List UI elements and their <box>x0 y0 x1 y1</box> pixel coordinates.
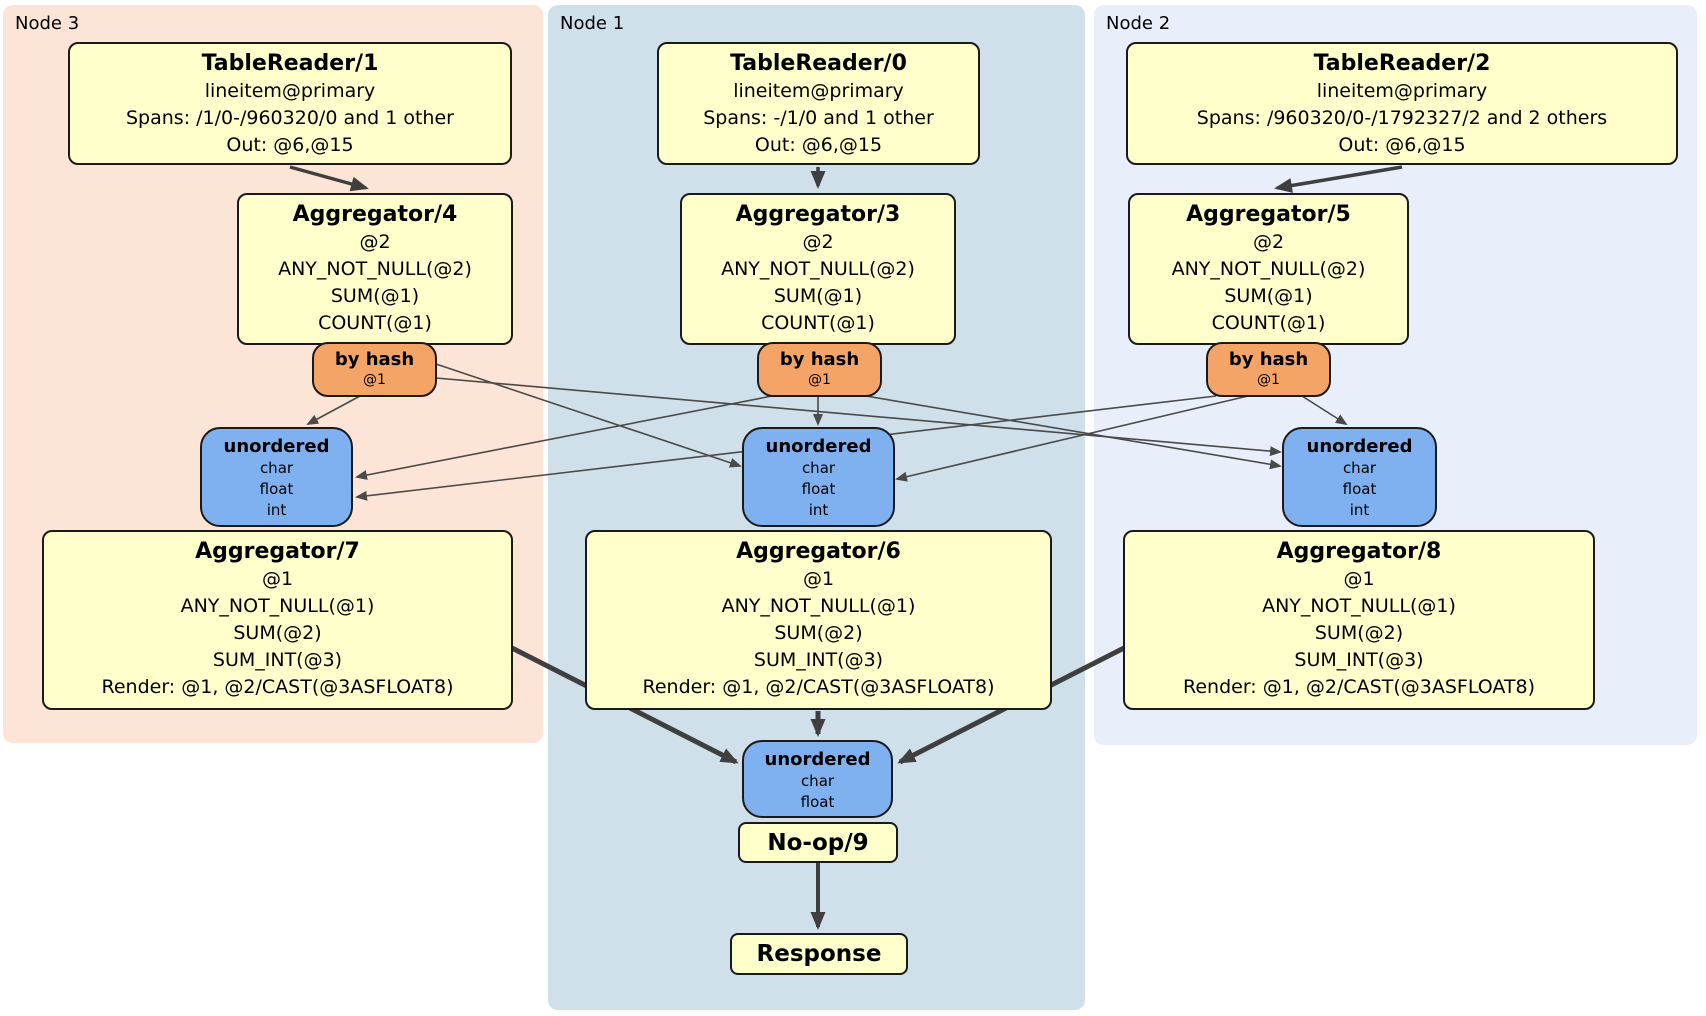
box-line: COUNT(@1) <box>318 312 432 334</box>
box-line: SUM(@1) <box>773 285 863 307</box>
box-line: lineitem@primary <box>1316 80 1488 102</box>
aggregator-8-box: Aggregator/8 @1 ANY_NOT_NULL(@1) SUM(@2)… <box>1123 530 1595 710</box>
box-line: lineitem@primary <box>204 80 376 102</box>
sync-column: int <box>808 501 829 519</box>
hash-router-node3: by hash @1 <box>312 342 437 397</box>
box-title: Aggregator/7 <box>195 539 360 564</box>
sync-column: float <box>259 480 294 498</box>
box-title: TableReader/1 <box>201 51 379 76</box>
sync-title: unordered <box>765 436 872 457</box>
aggregator-4-box: Aggregator/4 @2 ANY_NOT_NULL(@2) SUM(@1)… <box>237 193 513 345</box>
box-line: Render: @1, @2/CAST(@3ASFLOAT8) <box>1183 676 1535 698</box>
box-title: TableReader/0 <box>730 51 907 76</box>
box-line: @2 <box>359 231 391 253</box>
box-line: SUM_INT(@3) <box>753 649 884 671</box>
response-box: Response <box>730 933 908 975</box>
box-line: Render: @1, @2/CAST(@3ASFLOAT8) <box>642 676 995 698</box>
box-title: Aggregator/6 <box>736 539 901 564</box>
table-reader-1-box: TableReader/1 lineitem@primary Spans: /1… <box>68 42 512 165</box>
box-line: @2 <box>802 231 834 253</box>
box-line: ANY_NOT_NULL(@1) <box>180 595 375 617</box>
router-column: @1 <box>1257 372 1280 388</box>
box-line: SUM(@2) <box>774 622 863 644</box>
sync-column: char <box>259 459 294 477</box>
box-title: Aggregator/3 <box>735 202 901 227</box>
box-line: ANY_NOT_NULL(@1) <box>1262 595 1456 617</box>
box-line: Spans: /960320/0-/1792327/2 and 2 others <box>1196 107 1608 129</box>
noop-box: No-op/9 <box>738 822 898 863</box>
router-column: @1 <box>808 372 831 388</box>
router-title: by hash <box>334 349 415 370</box>
box-line: Out: @6,@15 <box>1338 134 1466 156</box>
sync-column: char <box>1342 459 1377 477</box>
router-title: by hash <box>1228 349 1309 370</box>
box-line: SUM(@1) <box>330 285 420 307</box>
aggregator-5-box: Aggregator/5 @2 ANY_NOT_NULL(@2) SUM(@1)… <box>1128 193 1409 345</box>
sync-title: unordered <box>1306 436 1413 457</box>
sync-column: int <box>1349 501 1370 519</box>
sync-column: int <box>266 501 287 519</box>
sync-column: char <box>801 459 836 477</box>
aggregator-3-box: Aggregator/3 @2 ANY_NOT_NULL(@2) SUM(@1)… <box>680 193 956 345</box>
sync-column: float <box>800 793 835 811</box>
unordered-sync-node2: unordered char float int <box>1282 427 1437 527</box>
box-line: SUM_INT(@3) <box>212 649 343 671</box>
unordered-sync-node3: unordered char float int <box>200 427 353 527</box>
sync-title: unordered <box>764 749 871 770</box>
box-title: Aggregator/8 <box>1276 539 1442 564</box>
unordered-sync-final: unordered char float <box>742 740 893 818</box>
box-line: ANY_NOT_NULL(@2) <box>278 258 472 280</box>
table-reader-0-box: TableReader/0 lineitem@primary Spans: -/… <box>657 42 980 165</box>
box-line: lineitem@primary <box>733 80 904 102</box>
sync-column: float <box>1342 480 1377 498</box>
sync-column: char <box>800 772 835 790</box>
box-line: ANY_NOT_NULL(@2) <box>1171 258 1366 280</box>
table-reader-2-box: TableReader/2 lineitem@primary Spans: /9… <box>1126 42 1678 165</box>
box-line: @1 <box>261 568 294 590</box>
node1-label: Node 1 <box>560 13 625 34</box>
box-line: COUNT(@1) <box>761 312 875 334</box>
box-title: Aggregator/4 <box>292 202 458 227</box>
sync-title: unordered <box>223 436 330 457</box>
box-line: SUM(@2) <box>233 622 322 644</box>
aggregator-6-box: Aggregator/6 @1 ANY_NOT_NULL(@1) SUM(@2)… <box>585 530 1052 710</box>
box-line: Spans: /1/0-/960320/0 and 1 other <box>126 107 454 129</box>
box-line: Out: @6,@15 <box>226 134 354 156</box>
box-line: SUM(@1) <box>1224 285 1313 307</box>
aggregator-7-box: Aggregator/7 @1 ANY_NOT_NULL(@1) SUM(@2)… <box>42 530 513 710</box>
box-title: TableReader/2 <box>1313 51 1491 76</box>
router-title: by hash <box>779 349 860 370</box>
box-line: Spans: -/1/0 and 1 other <box>703 107 934 129</box>
router-column: @1 <box>363 372 386 388</box>
hash-router-node1: by hash @1 <box>757 342 882 397</box>
box-title: Aggregator/5 <box>1186 202 1351 227</box>
sync-column: float <box>801 480 836 498</box>
box-line: Render: @1, @2/CAST(@3ASFLOAT8) <box>101 676 454 698</box>
box-line: @2 <box>1252 231 1285 253</box>
node2-label: Node 2 <box>1106 13 1171 34</box>
node3-label: Node 3 <box>15 13 80 34</box>
box-line: SUM_INT(@3) <box>1294 649 1424 671</box>
box-line: @1 <box>1343 568 1375 590</box>
box-line: @1 <box>802 568 835 590</box>
box-line: ANY_NOT_NULL(@1) <box>721 595 916 617</box>
box-line: SUM(@2) <box>1314 622 1404 644</box>
box-line: COUNT(@1) <box>1211 312 1326 334</box>
unordered-sync-node1: unordered char float int <box>742 427 895 527</box>
hash-router-node2: by hash @1 <box>1206 342 1331 397</box>
box-line: Out: @6,@15 <box>754 134 883 156</box>
box-line: ANY_NOT_NULL(@2) <box>721 258 915 280</box>
